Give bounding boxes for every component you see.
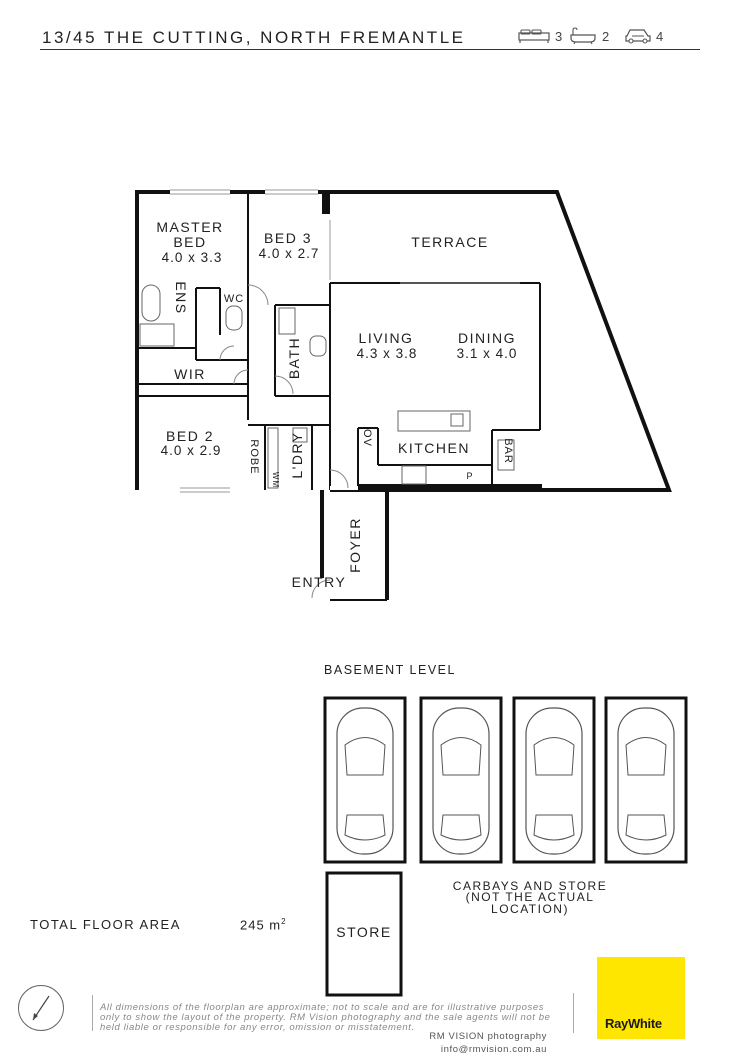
wir-label: WIR [174, 366, 206, 382]
property-address: 13/45 THE CUTTING, NORTH FREMANTLE [42, 28, 466, 47]
car-icon [625, 29, 651, 44]
bed3-dim: 4.0 x 2.7 [259, 246, 320, 261]
wc-label: WC [224, 293, 244, 305]
car-bays [323, 696, 688, 864]
beds-stat: 3 [517, 27, 562, 45]
bed2-label: BED 2 [166, 428, 214, 444]
cars-stat: 4 [624, 27, 663, 45]
bed2-dim: 4.0 x 2.9 [161, 443, 222, 458]
wm-label: WM [271, 472, 280, 488]
bed3-label: BED 3 [264, 230, 312, 246]
bath-icon [570, 27, 596, 45]
car-bay-2 [419, 696, 503, 864]
raywhite-logo-text: RayWhite [605, 1016, 662, 1031]
bath-label: BATH [286, 337, 302, 379]
credit-line-1: RM VISION photography [429, 1031, 547, 1042]
fixtures [139, 284, 515, 489]
foyer-label: FOYER [347, 517, 363, 573]
car-bay-1 [323, 696, 407, 864]
living-label: LIVING [359, 330, 414, 346]
robe-label: ROBE [248, 439, 260, 474]
carbays-line3: LOCATION) [491, 902, 569, 916]
basement-title: BASEMENT LEVEL [324, 663, 456, 677]
car-bay-3 [512, 696, 596, 864]
beds-count: 3 [555, 28, 563, 44]
carbays-line1: CARBAYS AND STORE [453, 879, 607, 893]
footer-divider-left [92, 995, 93, 1031]
title-rule [40, 49, 700, 50]
credit-line-2: info@rmvision.com.au [440, 1044, 547, 1055]
dining-dim: 3.1 x 4.0 [457, 346, 518, 361]
disclaimer: All dimensions of the floorplan are appr… [100, 1002, 551, 1033]
living-dim: 4.3 x 3.8 [357, 346, 418, 361]
compass-icon [18, 985, 64, 1031]
car-bay-4 [604, 696, 688, 864]
store-room [325, 871, 403, 997]
ov-label: OV [361, 429, 373, 447]
master-bed-dim: 4.0 x 3.3 [162, 250, 223, 265]
foyer-walls [320, 490, 389, 601]
total-floor-area-label: TOTAL FLOOR AREA [30, 917, 181, 932]
total-floor-area-value: 245 m2 [240, 917, 287, 933]
master-bed-label: MASTER [156, 219, 223, 235]
ldry-label: L'DRY [289, 431, 305, 478]
dining-label: DINING [458, 330, 516, 346]
baths-count: 2 [602, 28, 610, 44]
baths-stat: 2 [568, 27, 609, 45]
windows [170, 190, 318, 492]
terrace-label: TERRACE [411, 234, 488, 250]
pantry-label: P [466, 471, 473, 481]
carbays-line2: (NOT THE ACTUAL [466, 890, 595, 904]
kitchen-label: KITCHEN [398, 440, 470, 456]
store-label: STORE [336, 924, 391, 940]
master-bed-label-2: BED [173, 234, 206, 250]
cars-count: 4 [656, 28, 664, 44]
bed-icon [518, 29, 550, 43]
ens-label: ENS [173, 281, 189, 314]
door-swings [219, 284, 349, 599]
footer-divider-right [573, 993, 574, 1033]
raywhite-logo: RayWhite [597, 957, 685, 1039]
entry-label: ENTRY [292, 574, 347, 590]
bar-label: BAR [502, 438, 514, 464]
